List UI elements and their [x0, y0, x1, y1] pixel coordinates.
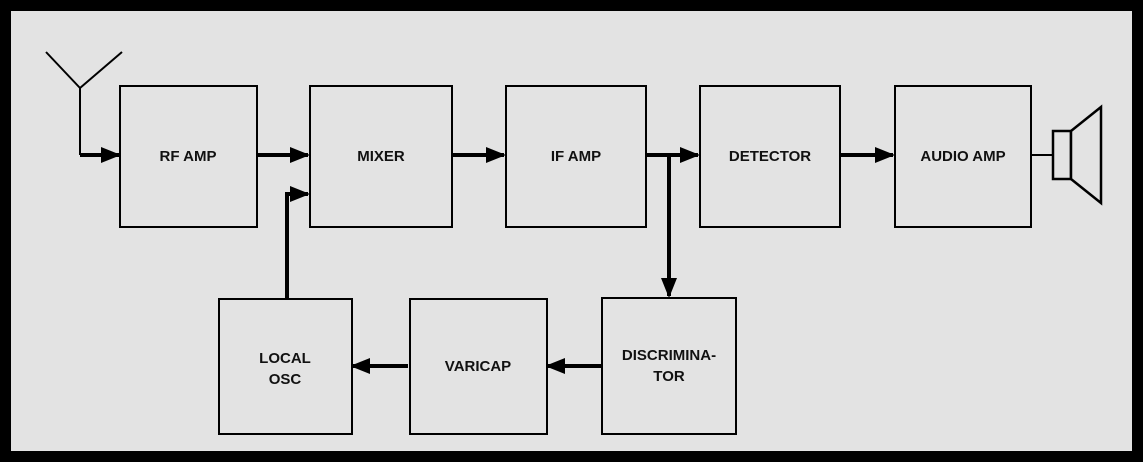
audio-amp-block: AUDIO AMP	[894, 85, 1032, 228]
local-osc-to-mixer-arrow	[285, 186, 310, 299]
panel-inner-edge	[9, 9, 1134, 453]
audio-amp-label: AUDIO AMP	[920, 148, 1005, 165]
rf-amp-label: RF AMP	[160, 148, 217, 165]
varicap-block: VARICAP	[409, 298, 548, 435]
detector-label: DETECTOR	[729, 148, 811, 165]
local-osc-label-line-2: OSC	[269, 371, 302, 388]
local-osc-block: LOCAL OSC	[218, 298, 353, 435]
if-amp-block: IF AMP	[505, 85, 647, 228]
signal-connections	[80, 147, 895, 374]
if-amp-label: IF AMP	[551, 148, 601, 165]
rf-amp-block: RF AMP	[119, 85, 258, 228]
discriminator-block: DISCRIMINA- TOR	[601, 297, 737, 435]
detector-block: DETECTOR	[699, 85, 841, 228]
mixer-label: MIXER	[357, 148, 405, 165]
discriminator-label-line-1: DISCRIMINA-	[622, 347, 716, 364]
speaker-icon	[1051, 104, 1103, 206]
varicap-label: VARICAP	[445, 358, 511, 375]
mixer-block: MIXER	[309, 85, 453, 228]
local-osc-label-line-1: LOCAL	[259, 350, 311, 367]
discriminator-label-line-2: TOR	[653, 368, 685, 385]
antenna-icon	[45, 51, 123, 155]
